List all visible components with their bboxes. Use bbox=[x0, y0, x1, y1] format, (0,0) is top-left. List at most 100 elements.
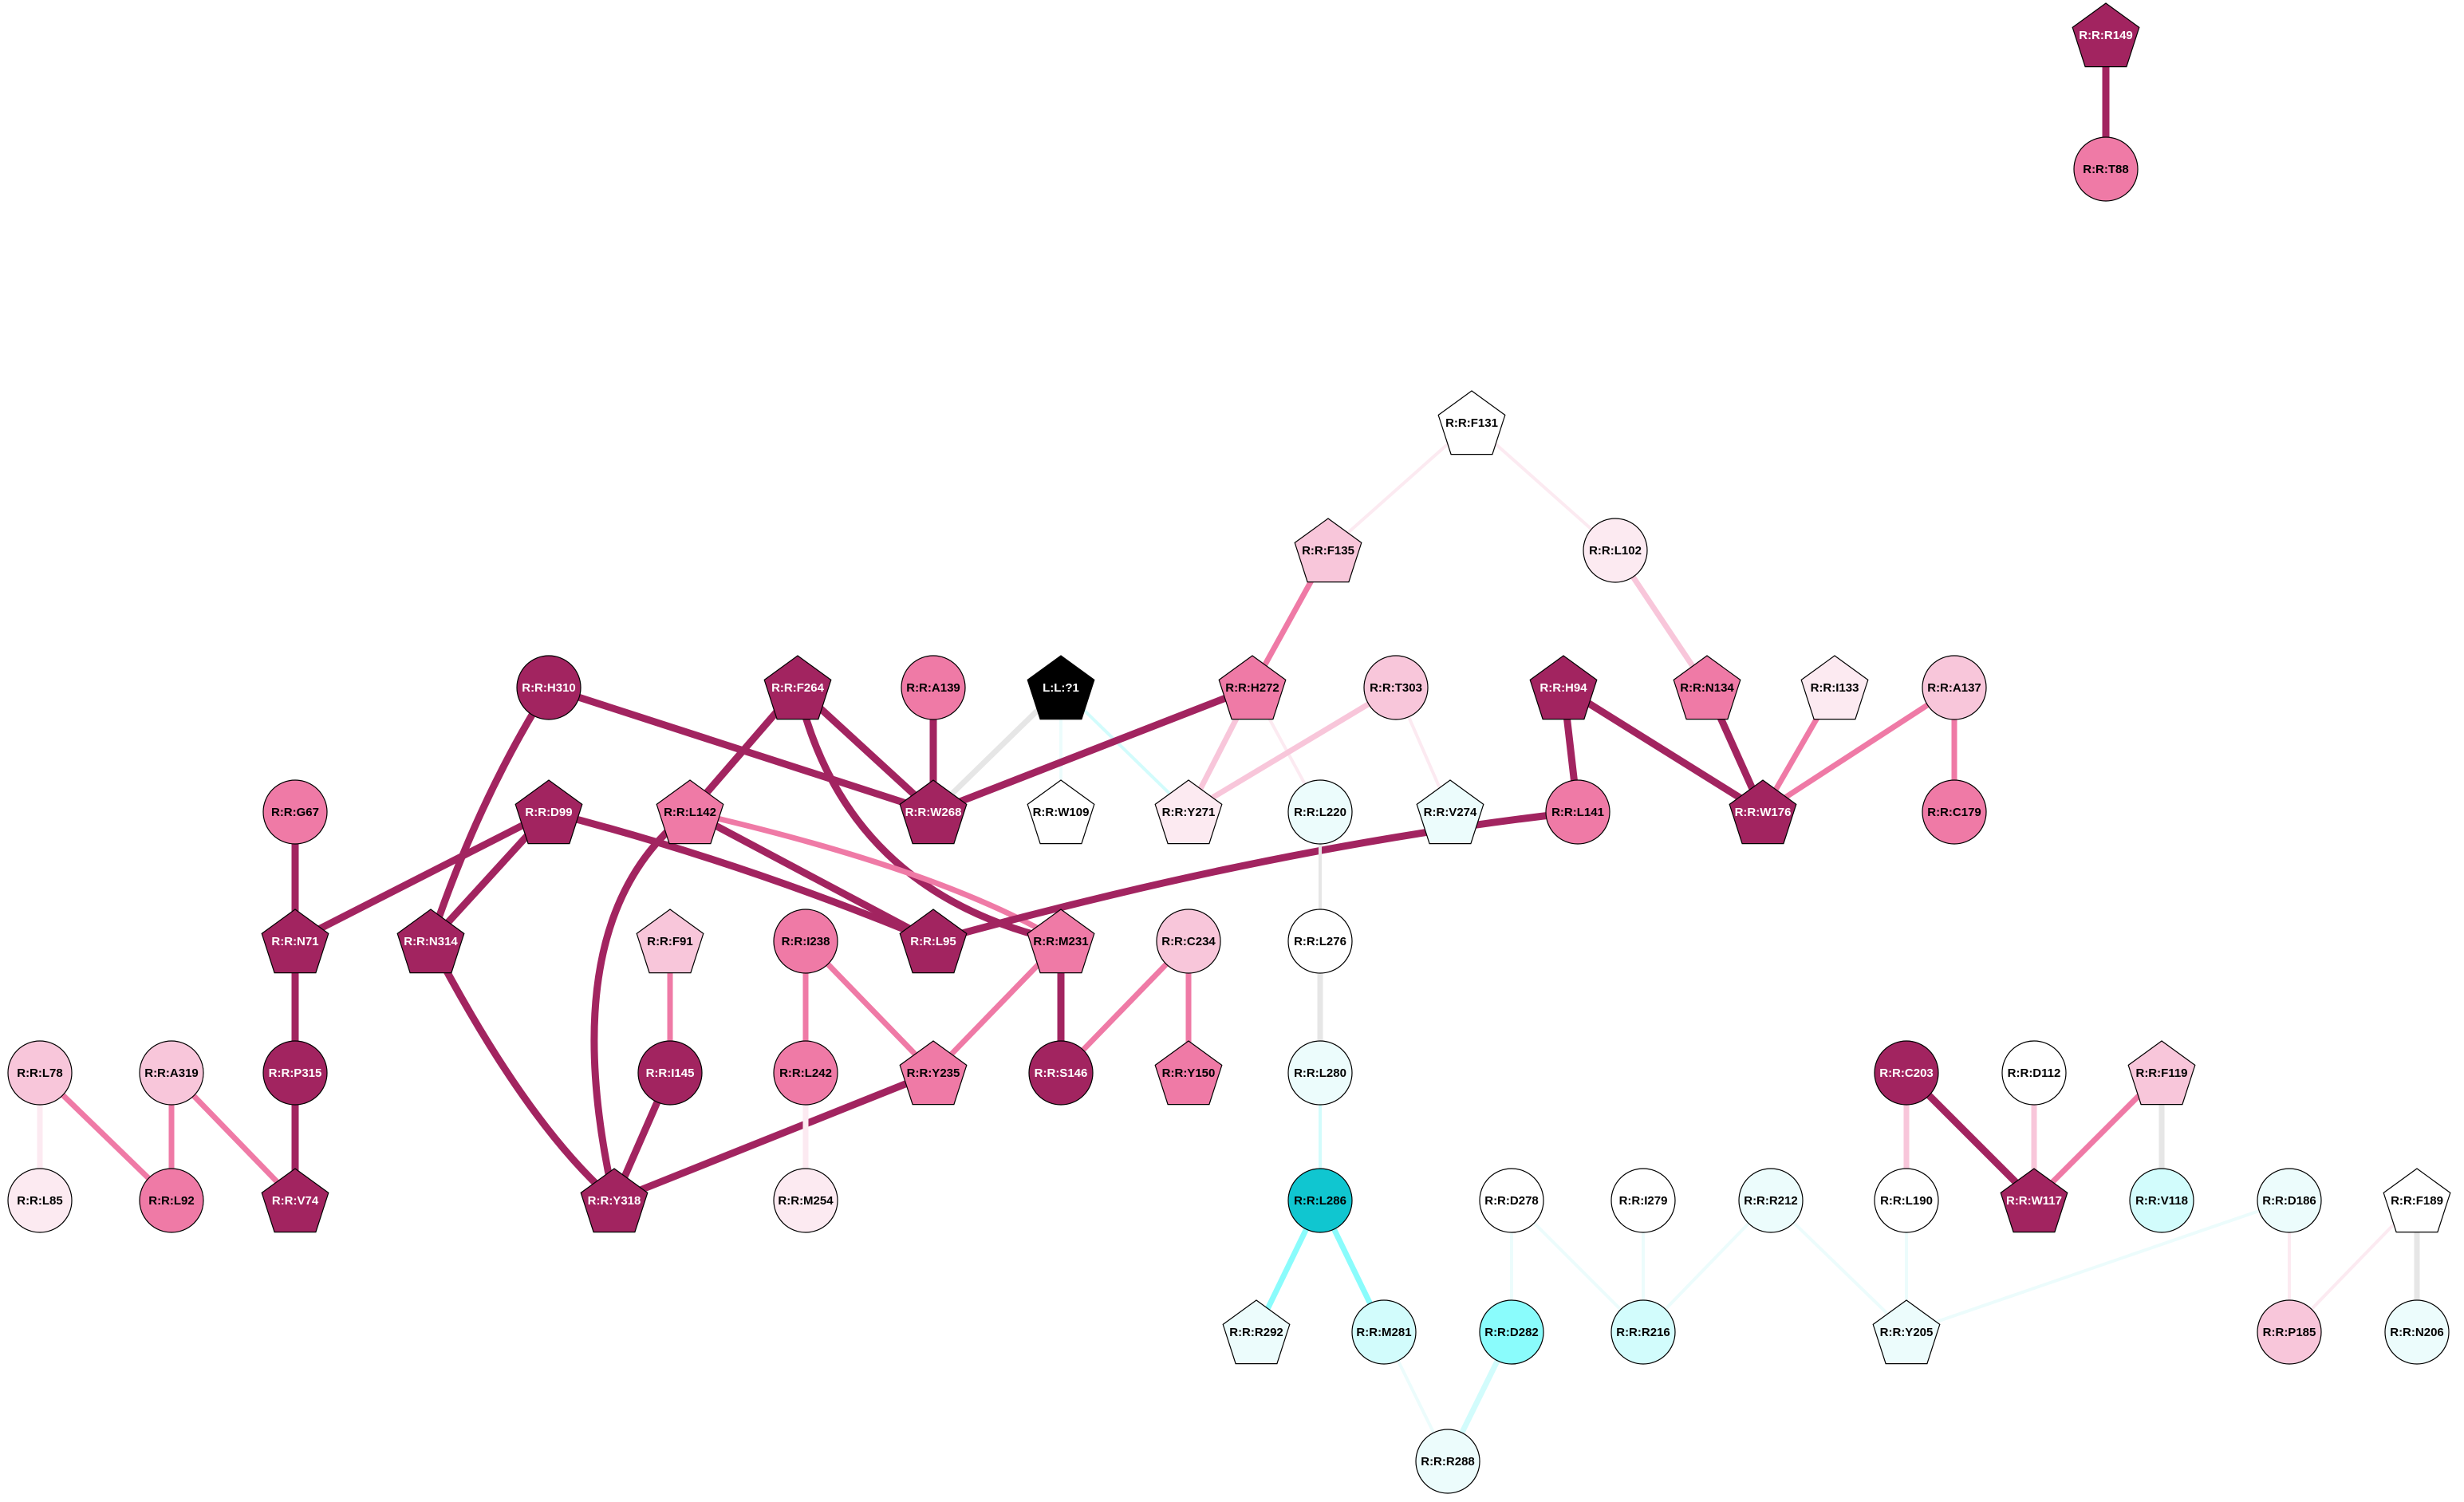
node-l242[interactable]: R:R:L242 bbox=[773, 1040, 838, 1106]
node-y235[interactable]: R:R:Y235 bbox=[899, 1040, 968, 1106]
node-v74[interactable]: R:R:V74 bbox=[261, 1168, 329, 1233]
node-i133[interactable]: R:R:I133 bbox=[1800, 655, 1869, 720]
node-label: R:R:S146 bbox=[1035, 1066, 1088, 1080]
node-l78[interactable]: R:R:L78 bbox=[7, 1040, 73, 1106]
node-a319[interactable]: R:R:A319 bbox=[139, 1040, 204, 1106]
node-i279[interactable]: R:R:I279 bbox=[1610, 1168, 1676, 1233]
node-shape-circle bbox=[1415, 1429, 1480, 1494]
node-l102[interactable]: R:R:L102 bbox=[1583, 518, 1648, 583]
node-a139[interactable]: R:R:A139 bbox=[901, 655, 966, 720]
node-n206[interactable]: R:R:N206 bbox=[2384, 1299, 2450, 1365]
node-g67[interactable]: R:R:G67 bbox=[262, 779, 328, 845]
node-label: R:R:I145 bbox=[646, 1066, 695, 1080]
node-label: R:R:N134 bbox=[1680, 681, 1734, 695]
node-v274[interactable]: R:R:V274 bbox=[1416, 779, 1484, 845]
node-f119[interactable]: R:R:F119 bbox=[2127, 1040, 2196, 1106]
node-label: R:R:L242 bbox=[779, 1066, 832, 1080]
node-shape-circle bbox=[1287, 909, 1353, 974]
node-y205[interactable]: R:R:Y205 bbox=[1872, 1299, 1941, 1365]
node-r216[interactable]: R:R:R216 bbox=[1610, 1299, 1676, 1365]
node-l220[interactable]: R:R:L220 bbox=[1287, 779, 1353, 845]
node-v118[interactable]: R:R:V118 bbox=[2129, 1168, 2194, 1233]
node-d278[interactable]: R:R:D278 bbox=[1479, 1168, 1544, 1233]
node-i145[interactable]: R:R:I145 bbox=[637, 1040, 703, 1106]
node-c234[interactable]: R:R:C234 bbox=[1156, 909, 1221, 974]
node-m254[interactable]: R:R:M254 bbox=[773, 1168, 838, 1233]
node-i238[interactable]: R:R:I238 bbox=[773, 909, 838, 974]
node-n314[interactable]: R:R:N314 bbox=[396, 909, 465, 974]
node-t88[interactable]: R:R:T88 bbox=[2073, 136, 2139, 202]
node-shape-circle bbox=[1287, 779, 1353, 845]
node-p315[interactable]: R:R:P315 bbox=[262, 1040, 328, 1106]
node-shape-pentagon bbox=[1529, 655, 1598, 720]
node-y318[interactable]: R:R:Y318 bbox=[580, 1168, 649, 1233]
node-l190[interactable]: R:R:L190 bbox=[1874, 1168, 1939, 1233]
node-a137[interactable]: R:R:A137 bbox=[1922, 655, 1987, 720]
node-label: R:R:F91 bbox=[647, 935, 693, 948]
node-f264[interactable]: R:R:F264 bbox=[763, 655, 832, 720]
node-label: R:R:L78 bbox=[17, 1066, 63, 1080]
node-shape-circle bbox=[1156, 909, 1221, 974]
node-l85[interactable]: R:R:L85 bbox=[7, 1168, 73, 1233]
node-label: R:R:R216 bbox=[1616, 1326, 1670, 1339]
node-label: R:R:M254 bbox=[778, 1194, 834, 1208]
node-l286[interactable]: R:R:L286 bbox=[1287, 1168, 1353, 1233]
node-shape-circle bbox=[1028, 1040, 1094, 1106]
node-c203[interactable]: R:R:C203 bbox=[1874, 1040, 1939, 1106]
node-w268[interactable]: R:R:W268 bbox=[899, 779, 968, 845]
node-shape-circle bbox=[139, 1168, 204, 1233]
node-shape-circle bbox=[2384, 1299, 2450, 1365]
node-d282[interactable]: R:R:D282 bbox=[1479, 1299, 1544, 1365]
node-n71[interactable]: R:R:N71 bbox=[261, 909, 329, 974]
node-f91[interactable]: R:R:F91 bbox=[636, 909, 704, 974]
node-w117[interactable]: R:R:W117 bbox=[2000, 1168, 2068, 1233]
node-r288[interactable]: R:R:R288 bbox=[1415, 1429, 1480, 1494]
node-f131[interactable]: R:R:F131 bbox=[1437, 390, 1506, 455]
node-shape-pentagon bbox=[1027, 655, 1095, 720]
edge-n314-y318 bbox=[427, 937, 618, 1204]
node-w109[interactable]: R:R:W109 bbox=[1027, 779, 1095, 845]
node-shape-circle bbox=[1610, 1299, 1676, 1365]
node-shape-pentagon bbox=[1218, 655, 1287, 720]
node-c179[interactable]: R:R:C179 bbox=[1922, 779, 1987, 845]
node-d186[interactable]: R:R:D186 bbox=[2257, 1168, 2322, 1233]
node-label: R:R:L276 bbox=[1294, 935, 1346, 948]
node-h94[interactable]: R:R:H94 bbox=[1529, 655, 1598, 720]
node-label: R:R:M231 bbox=[1033, 935, 1088, 948]
node-shape-circle bbox=[516, 655, 582, 720]
node-f135[interactable]: R:R:F135 bbox=[1294, 518, 1362, 583]
node-s146[interactable]: R:R:S146 bbox=[1028, 1040, 1094, 1106]
node-d99[interactable]: R:R:D99 bbox=[514, 779, 583, 845]
node-shape-circle bbox=[773, 1168, 838, 1233]
node-m231[interactable]: R:R:M231 bbox=[1027, 909, 1095, 974]
node-shape-circle bbox=[7, 1040, 73, 1106]
node-l92[interactable]: R:R:L92 bbox=[139, 1168, 204, 1233]
node-l95[interactable]: R:R:L95 bbox=[899, 909, 968, 974]
node-shape-circle bbox=[1583, 518, 1648, 583]
edge-l142-y318 bbox=[590, 808, 694, 1204]
node-n134[interactable]: R:R:N134 bbox=[1673, 655, 1741, 720]
node-t303[interactable]: R:R:T303 bbox=[1363, 655, 1429, 720]
node-label: R:R:A137 bbox=[1927, 681, 1981, 695]
node-l141[interactable]: R:R:L141 bbox=[1545, 779, 1610, 845]
node-f189[interactable]: R:R:F189 bbox=[2383, 1168, 2451, 1233]
node-label: R:R:C203 bbox=[1879, 1066, 1934, 1080]
node-h272[interactable]: R:R:H272 bbox=[1218, 655, 1287, 720]
node-r212[interactable]: R:R:R212 bbox=[1738, 1168, 1804, 1233]
node-p185[interactable]: R:R:P185 bbox=[2257, 1299, 2322, 1365]
node-m281[interactable]: R:R:M281 bbox=[1351, 1299, 1417, 1365]
node-label: R:R:W109 bbox=[1033, 806, 1090, 819]
node-y271[interactable]: R:R:Y271 bbox=[1154, 779, 1223, 845]
node-l280[interactable]: R:R:L280 bbox=[1287, 1040, 1353, 1106]
node-d112[interactable]: R:R:D112 bbox=[2001, 1040, 2067, 1106]
node-l142[interactable]: R:R:L142 bbox=[656, 779, 724, 845]
node-y150[interactable]: R:R:Y150 bbox=[1154, 1040, 1223, 1106]
node-l276[interactable]: R:R:L276 bbox=[1287, 909, 1353, 974]
node-shape-circle bbox=[1874, 1040, 1939, 1106]
node-w176[interactable]: R:R:W176 bbox=[1729, 779, 1797, 845]
node-l71[interactable]: L:L:?1 bbox=[1027, 655, 1095, 720]
node-label: R:R:P315 bbox=[269, 1066, 322, 1080]
node-r292[interactable]: R:R:R292 bbox=[1222, 1299, 1291, 1365]
node-r149[interactable]: R:R:R149 bbox=[2072, 2, 2140, 68]
node-h310[interactable]: R:R:H310 bbox=[516, 655, 582, 720]
